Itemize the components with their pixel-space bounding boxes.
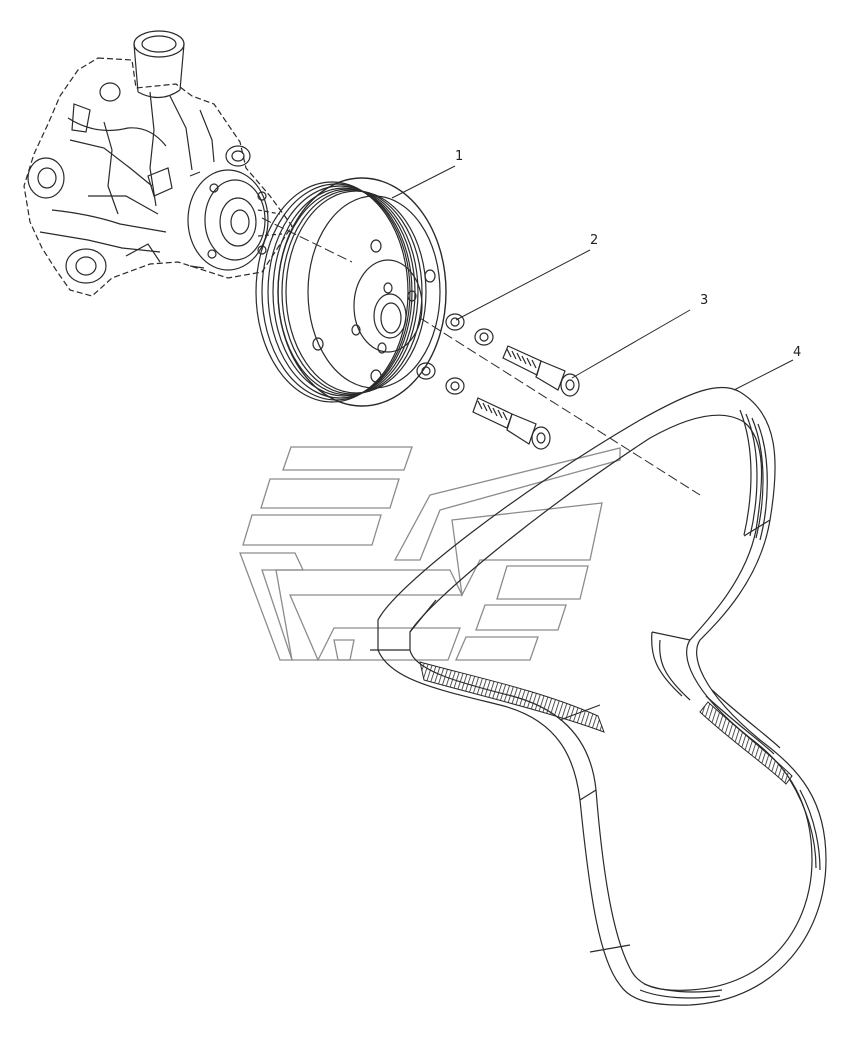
callout-label-1: 1 bbox=[455, 149, 464, 164]
belt-rib-hatch bbox=[419, 661, 605, 733]
pulley bbox=[255, 177, 447, 407]
axis-lines bbox=[261, 217, 701, 496]
callout-label-3: 3 bbox=[700, 293, 709, 308]
belt bbox=[370, 386, 827, 1006]
leader-lines bbox=[391, 165, 794, 391]
callout-label-4: 4 bbox=[793, 345, 802, 360]
callout-label-2: 2 bbox=[590, 233, 599, 248]
belt-rib-hatch-right bbox=[699, 701, 793, 785]
watermark-logo bbox=[239, 446, 621, 661]
washers bbox=[416, 313, 494, 395]
bolts bbox=[472, 345, 580, 450]
water-pump-housing bbox=[23, 30, 293, 297]
